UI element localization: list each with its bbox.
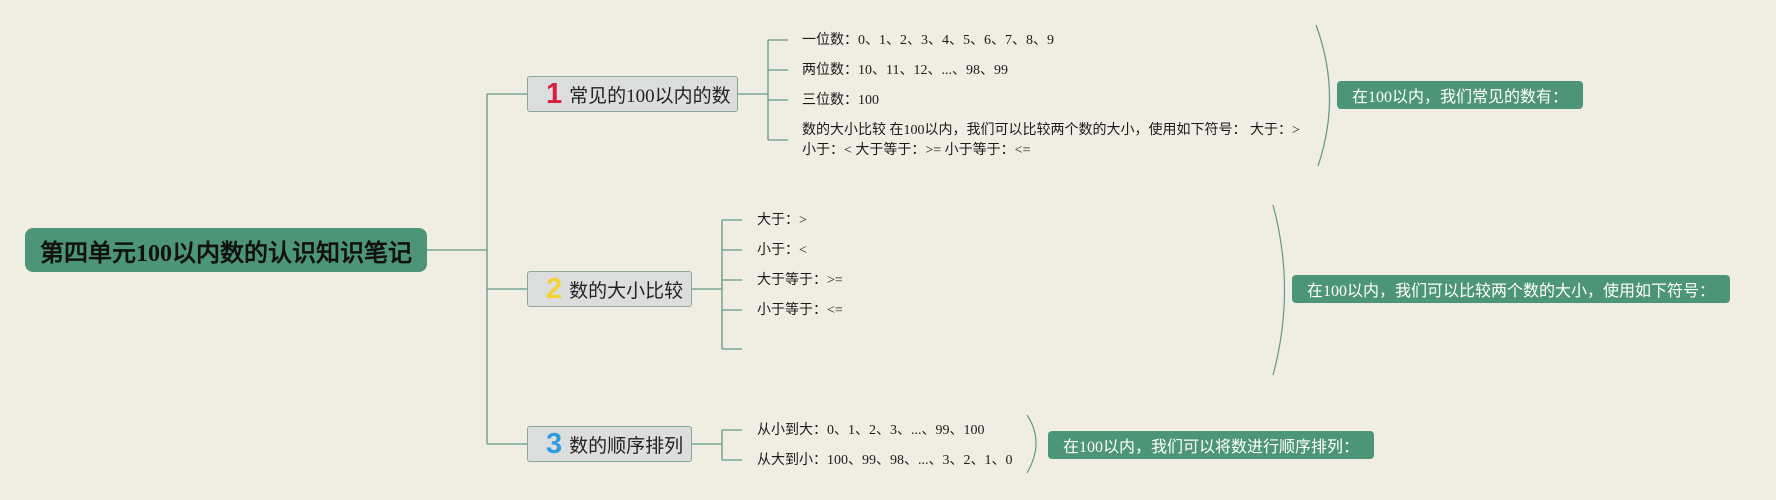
branch-node-number-comparison[interactable]: 2 数的大小比较 — [527, 271, 692, 307]
leaf-three-digit[interactable]: 三位数：100 — [802, 93, 879, 108]
root-title: 第四单元100以内数的认识知识笔记 — [40, 240, 412, 267]
branch-node-common-numbers[interactable]: 1 常见的100以内的数 — [527, 76, 738, 112]
leaf-less-than[interactable]: 小于：< — [757, 243, 807, 258]
summary-common-numbers[interactable]: 在100以内，我们常见的数有： — [1337, 81, 1584, 109]
leaf-compare-line-2[interactable]: 小于：< 大于等于：>= 小于等于：<= — [802, 143, 1031, 158]
branch-title: 常见的100以内的数 — [569, 85, 731, 107]
leaf-descending[interactable]: 从大到小：100、99、98、...、3、2、1、0 — [757, 453, 1013, 468]
branch-number-badge: 2 — [546, 272, 563, 305]
leaf-compare-line-1[interactable]: 数的大小比较 在100以内，我们可以比较两个数的大小，使用如下符号： 大于：> — [802, 123, 1300, 138]
branch-title: 数的顺序排列 — [569, 435, 684, 457]
summary-number-ordering[interactable]: 在100以内，我们可以将数进行顺序排列： — [1048, 431, 1375, 459]
leaf-two-digit[interactable]: 两位数：10、11、12、...、98、99 — [802, 63, 1008, 78]
summary-number-comparison[interactable]: 在100以内，我们可以比较两个数的大小，使用如下符号： — [1292, 275, 1731, 303]
leaf-greater-equal[interactable]: 大于等于：>= — [757, 273, 843, 288]
branch-title: 数的大小比较 — [569, 280, 684, 302]
branch-number-badge: 3 — [546, 427, 563, 460]
leaf-less-equal[interactable]: 小于等于：<= — [757, 303, 843, 318]
root-node[interactable]: 第四单元100以内数的认识知识笔记 — [25, 228, 427, 272]
leaf-ascending[interactable]: 从小到大：0、1、2、3、...、99、100 — [757, 423, 985, 438]
branch-node-number-ordering[interactable]: 3 数的顺序排列 — [527, 426, 692, 462]
branch-number-badge: 1 — [546, 77, 563, 110]
leaf-greater-than[interactable]: 大于：> — [757, 213, 807, 228]
leaf-one-digit[interactable]: 一位数：0、1、2、3、4、5、6、7、8、9 — [802, 33, 1054, 48]
